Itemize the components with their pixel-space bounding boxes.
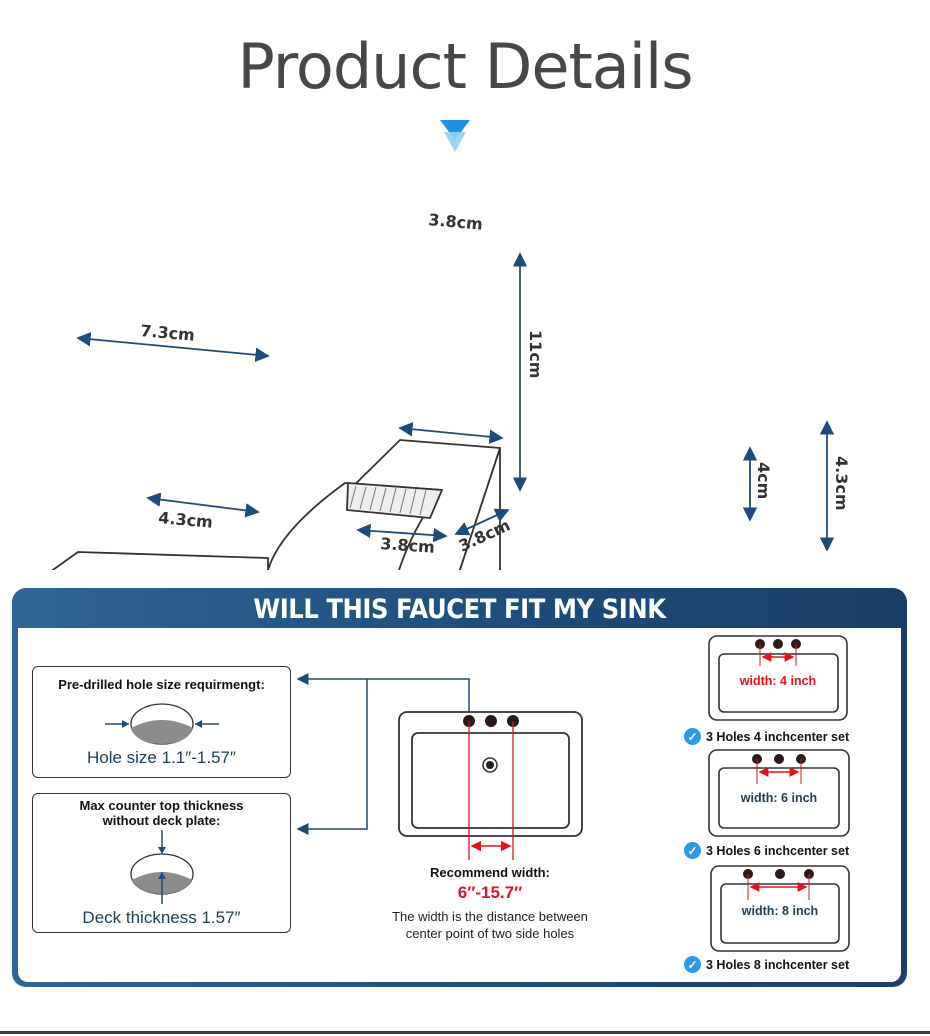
- recommend-note-line2: center point of two side holes: [405, 926, 575, 941]
- option-4-width: width: 4 inch: [739, 674, 817, 688]
- page-title: Product Details: [237, 30, 693, 103]
- deck-label-line1: Max counter top thickness: [79, 798, 244, 813]
- recommend-note-line1: The width is the distance between: [392, 909, 588, 924]
- hole-size-value: Hole size 1.1″-1.57″: [86, 748, 237, 767]
- option-4-caption-text: 3 Holes 4 inchcenter set: [706, 729, 850, 744]
- option-6-width: width: 6 inch: [740, 791, 818, 805]
- option-6-caption: ✓ 3 Holes 6 inchcenter set: [684, 842, 849, 859]
- dim-spout-top: 3.8cm: [428, 210, 484, 234]
- recommend-label: Recommend width:: [430, 865, 550, 880]
- hole-size-card: Pre-drilled hole size requirmengt: Hole …: [32, 666, 291, 778]
- hole-icon: [104, 703, 219, 745]
- dim-left-handle-base: 4.3cm: [158, 508, 214, 532]
- check-icon: ✓: [684, 728, 701, 745]
- option-4-caption: ✓ 3 Holes 4 inchcenter set: [684, 728, 849, 745]
- check-icon: ✓: [684, 842, 701, 859]
- hole-size-label: Pre-drilled hole size requirmengt:: [58, 677, 265, 692]
- down-arrow-icon: [440, 120, 470, 152]
- deck-label-line2: without deck plate:: [102, 813, 221, 828]
- dim-left-handle-length: 7.3cm: [140, 321, 196, 345]
- option-6-caption-text: 3 Holes 6 inchcenter set: [706, 843, 850, 858]
- deck-thickness-value: Deck thickness 1.57″: [82, 908, 241, 927]
- fit-heading: WILL THIS FAUCET FIT MY SINK: [253, 594, 666, 625]
- faucet-dimension-diagram: 3.8cm 11cm 7.3cm 4.3cm 3.8cm 3.8cm 4cm 4…: [51, 210, 851, 570]
- recommend-value: 6″-15.7″: [457, 883, 523, 902]
- check-icon: ✓: [684, 956, 701, 973]
- sink-diagram: [296, 635, 850, 952]
- left-handle: [51, 551, 269, 570]
- option-8-width: width: 8 inch: [741, 904, 819, 918]
- dim-spout-base-front: 3.8cm: [380, 534, 436, 557]
- option-8-caption: ✓ 3 Holes 8 inchcenter set: [684, 956, 849, 973]
- bottom-divider: [0, 1031, 930, 1034]
- dim-right-handle-height: 4cm: [754, 462, 773, 499]
- dim-spout-height: 11cm: [526, 330, 545, 378]
- deck-thickness-card: Max counter top thickness without deck p…: [32, 793, 291, 933]
- option-8-caption-text: 3 Holes 8 inchcenter set: [706, 957, 850, 972]
- deck-icon: [129, 830, 194, 904]
- dim-right-handle-total: 4.3cm: [832, 456, 851, 511]
